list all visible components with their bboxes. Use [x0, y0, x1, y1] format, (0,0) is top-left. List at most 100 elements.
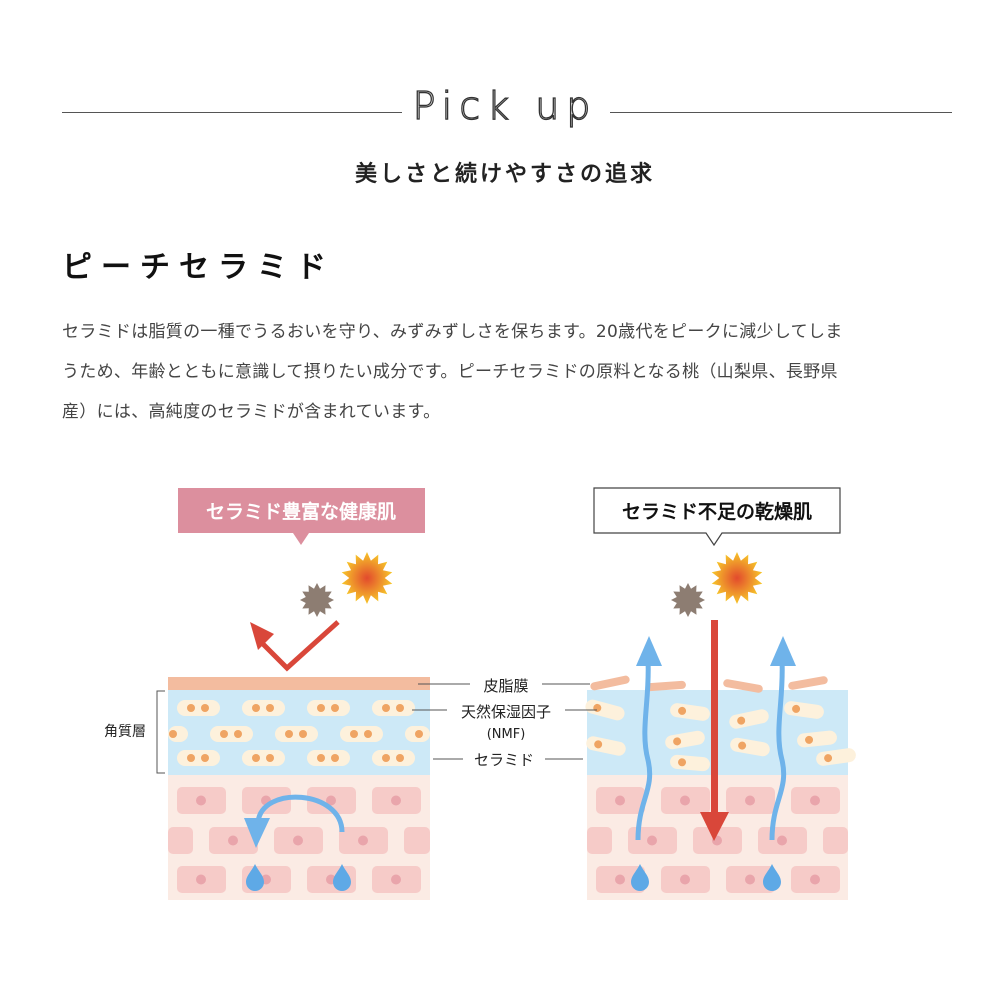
label-leaders — [156, 683, 597, 774]
skin-cell — [168, 827, 193, 854]
nmf-dot — [737, 716, 746, 725]
nmf-pill — [177, 750, 220, 766]
nmf-pill — [307, 750, 350, 766]
nmf-dot — [415, 730, 423, 738]
pollutant-icon — [671, 583, 705, 617]
sebum-fragment — [723, 679, 763, 693]
cell-nucleus — [647, 835, 657, 846]
nmf-dot — [220, 730, 228, 738]
nmf-pill — [307, 700, 350, 716]
nmf-dot — [350, 730, 358, 738]
cell-nucleus — [745, 795, 755, 806]
sebum-fragment — [788, 676, 828, 690]
nmf-dot — [266, 704, 274, 712]
nmf-dot — [201, 704, 209, 712]
nmf-dot — [396, 754, 404, 762]
cell-nucleus — [391, 874, 401, 885]
cell-nucleus — [196, 874, 206, 885]
svg-text:セラミド不足の乾燥肌: セラミド不足の乾燥肌 — [622, 500, 812, 523]
subtitle: 美しさと続けやすさの追求 — [354, 162, 655, 187]
cell-nucleus — [326, 795, 336, 806]
section-heading: ピーチセラミド — [62, 250, 335, 285]
nmf-dot — [738, 741, 747, 750]
nmf-dot — [678, 758, 687, 767]
cell-nucleus — [680, 874, 690, 885]
dry-skin-label: セラミド不足の乾燥肌 — [593, 487, 841, 547]
cell-nucleus — [810, 874, 820, 885]
nmf-dot — [201, 754, 209, 762]
cell-nucleus — [615, 874, 625, 885]
nmf-dot — [382, 704, 390, 712]
cell-nucleus — [293, 835, 303, 846]
cell-nucleus — [777, 835, 787, 846]
nmf-dot — [805, 735, 814, 744]
skin-cell — [404, 827, 430, 854]
water-drop-icon — [333, 864, 351, 891]
cell-nucleus — [680, 795, 690, 806]
nmf-dot — [169, 730, 177, 738]
nmf-dot — [331, 704, 339, 712]
reflect-arrow — [250, 620, 340, 672]
nmf-dot — [252, 704, 260, 712]
pickup-title: Pick up — [412, 83, 598, 128]
nmf-dot — [317, 704, 325, 712]
nmf-pill — [275, 726, 318, 742]
cell-nucleus — [228, 835, 238, 846]
cell-nucleus — [391, 795, 401, 806]
body-line: 産）には、高純度のセラミドが含まれています。 — [62, 402, 441, 422]
nmf-dot — [187, 704, 195, 712]
nmf-dot — [285, 730, 293, 738]
nmf-dot — [252, 754, 260, 762]
nmf-pill — [242, 700, 285, 716]
body-line: セラミドは脂質の一種でうるおいを守り、みずみずしさを保ちます。20歳代をピークに… — [62, 322, 843, 342]
water-drop-icon — [763, 864, 781, 891]
nmf-dot — [234, 730, 242, 738]
nmf-dot — [364, 730, 372, 738]
sun-icon — [341, 552, 393, 604]
body-line: うため、年齢とともに意識して摂りたい成分です。ピーチセラミドの原料となる桃（山梨… — [62, 362, 838, 382]
nmf-dot — [792, 704, 801, 713]
nmf-abbr-label: (NMF) — [487, 727, 526, 742]
skin-cell — [823, 827, 848, 854]
cell-nucleus — [196, 795, 206, 806]
moisture-circulation-arrow — [244, 794, 345, 848]
healthy-sebum-layer — [168, 677, 430, 690]
nmf-pill — [210, 726, 253, 742]
nmf-dot — [678, 706, 687, 715]
nmf-pill — [242, 750, 285, 766]
penetrate-arrow — [700, 620, 729, 841]
nmf-label: 天然保湿因子 — [461, 703, 551, 721]
nmf-dot — [396, 704, 404, 712]
svg-text:セラミド豊富な健康肌: セラミド豊富な健康肌 — [206, 500, 396, 523]
sebum-fragment — [646, 680, 686, 692]
healthy-skin-label: セラミド豊富な健康肌 — [178, 488, 425, 545]
nmf-pill — [372, 750, 415, 766]
sun-icon — [711, 552, 763, 604]
moisture-escape-arrows — [635, 659, 787, 841]
nmf-dot — [824, 754, 833, 763]
nmf-dot — [594, 740, 603, 749]
nmf-pill — [372, 700, 415, 716]
pollutant-icon — [300, 583, 334, 617]
skin-cell — [587, 827, 612, 854]
cell-nucleus — [358, 835, 368, 846]
cell-nucleus — [810, 795, 820, 806]
sebum-fragment — [590, 675, 630, 691]
cell-nucleus — [745, 874, 755, 885]
arrow-head-icon — [770, 636, 796, 666]
water-drop-icon — [246, 864, 264, 891]
nmf-dot — [299, 730, 307, 738]
nmf-pill — [340, 726, 383, 742]
arrow-head-icon — [636, 636, 662, 666]
nmf-pill — [177, 700, 220, 716]
sebum-label: 皮脂膜 — [483, 677, 528, 695]
nmf-dot — [331, 754, 339, 762]
ceramide-label: セラミド — [474, 751, 534, 769]
stratum-label: 角質層 — [104, 724, 146, 740]
nmf-dot — [673, 737, 682, 746]
water-drop-icon — [631, 864, 649, 891]
divider-left — [62, 112, 402, 113]
nmf-dot — [187, 754, 195, 762]
nmf-dot — [382, 754, 390, 762]
